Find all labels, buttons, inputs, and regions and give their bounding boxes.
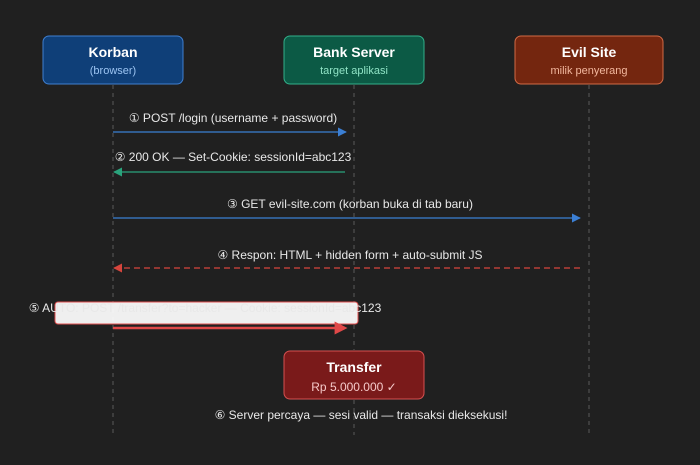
footnote-text: ⑥ Server percaya — sesi valid — transaks… (215, 408, 508, 422)
message-2-label: ② 200 OK — Set-Cookie: sessionId=abc123 (115, 150, 352, 164)
message-1-label: ① POST /login (username + password) (129, 111, 337, 125)
actor-bank-server: Bank Server target aplikasi (283, 35, 425, 85)
actor-korban-title: Korban (89, 44, 138, 60)
transfer-amount: Rp 5.000.000 ✓ (311, 380, 396, 394)
message-3-label: ③ GET evil-site.com (korban buka di tab … (227, 197, 473, 211)
transfer-result-box: Transfer Rp 5.000.000 ✓ (283, 350, 425, 400)
actor-evil-site: Evil Site milik penyerang (514, 35, 664, 85)
actor-bank-server-subtitle: target aplikasi (320, 65, 388, 77)
actor-evil-site-subtitle: milik penyerang (550, 65, 627, 77)
transfer-title: Transfer (326, 359, 382, 375)
message-5-highlight (54, 301, 359, 325)
actor-evil-site-title: Evil Site (562, 44, 617, 60)
actor-korban-subtitle: (browser) (90, 65, 136, 77)
actor-bank-server-title: Bank Server (313, 44, 395, 60)
message-5-label: ⑤ AUTO: POST /transfer?to=hacker — Cooki… (29, 301, 382, 315)
message-4-label: ④ Respon: HTML + hidden form + auto-subm… (217, 248, 482, 262)
actor-korban: Korban (browser) (42, 35, 184, 85)
